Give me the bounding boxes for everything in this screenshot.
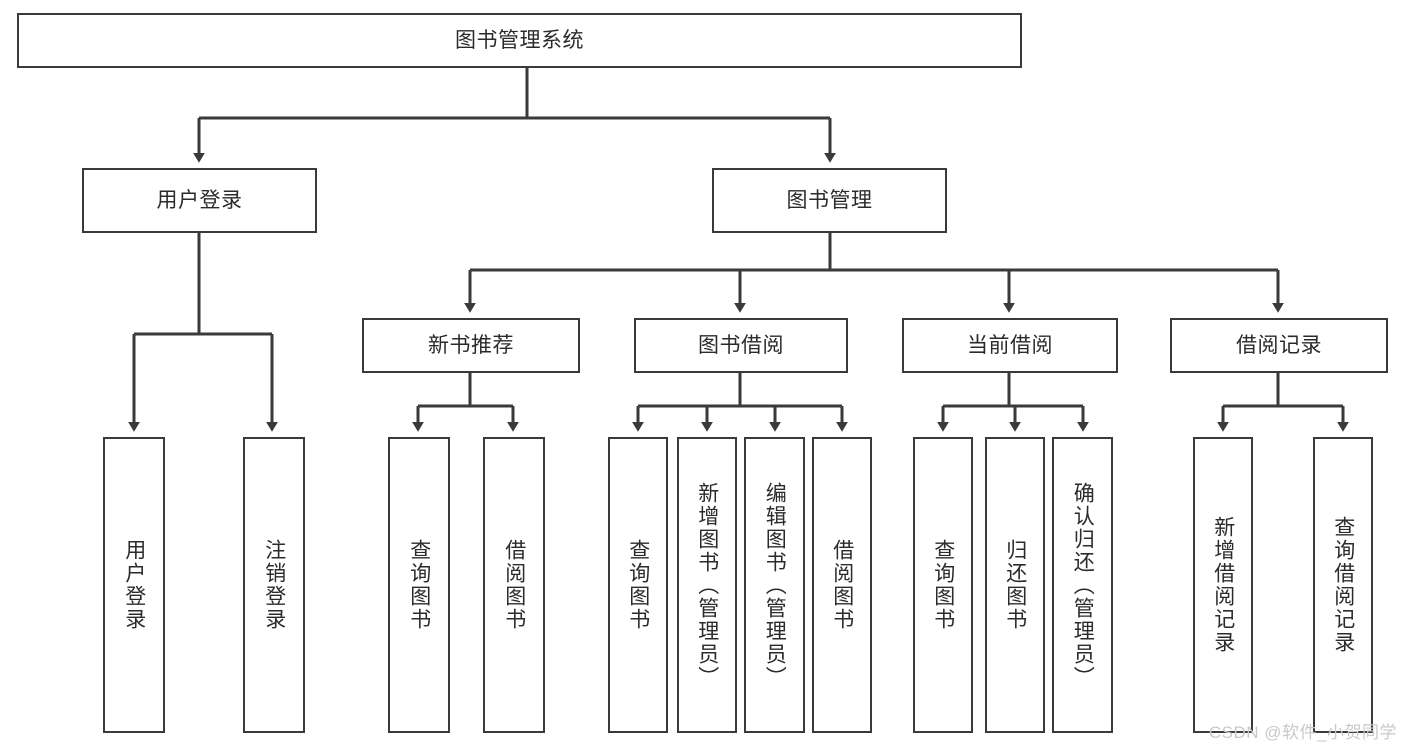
node-book-management[interactable]: 图书管理 [712, 168, 947, 233]
node-label: 用户登录 [122, 539, 146, 631]
node-label: 新增图书（管理员） [695, 481, 719, 689]
node-label: 归还图书 [1003, 539, 1027, 631]
node-new-book-recommend[interactable]: 新书推荐 [362, 318, 580, 373]
node-label: 图书管理 [786, 188, 873, 212]
node-label: 借阅图书 [502, 539, 526, 631]
node-current-borrow[interactable]: 当前借阅 [902, 318, 1118, 373]
leaf-current-query-book[interactable]: 查询图书 [913, 437, 973, 733]
watermark: CSDN @软件_小贺同学 [1208, 723, 1397, 742]
node-label: 图书管理系统 [455, 28, 584, 52]
node-label: 注销登录 [262, 539, 286, 631]
leaf-user-login-signin[interactable]: 用户登录 [103, 437, 165, 733]
node-label: 借阅记录 [1236, 333, 1322, 357]
leaf-borrow-borrow-book[interactable]: 借阅图书 [812, 437, 872, 733]
node-label: 借阅图书 [830, 539, 854, 631]
leaf-borrow-add-book-admin[interactable]: 新增图书（管理员） [677, 437, 737, 733]
node-user-login[interactable]: 用户登录 [82, 168, 317, 233]
leaf-borrow-edit-book-admin[interactable]: 编辑图书（管理员） [744, 437, 805, 733]
node-label: 新增借阅记录 [1211, 516, 1235, 654]
node-label: 图书借阅 [698, 333, 784, 357]
node-label: 确认归还（管理员） [1071, 481, 1095, 689]
node-label: 当前借阅 [967, 333, 1053, 357]
leaf-records-add-record[interactable]: 新增借阅记录 [1193, 437, 1253, 733]
leaf-borrow-query-book[interactable]: 查询图书 [608, 437, 668, 733]
leaf-current-return-book[interactable]: 归还图书 [985, 437, 1045, 733]
leaf-recommend-borrow-book[interactable]: 借阅图书 [483, 437, 545, 733]
node-label: 用户登录 [156, 188, 243, 212]
node-label: 查询图书 [626, 539, 650, 631]
node-label: 编辑图书（管理员） [763, 481, 787, 689]
leaf-user-login-signout[interactable]: 注销登录 [243, 437, 305, 733]
leaf-recommend-query-book[interactable]: 查询图书 [388, 437, 450, 733]
node-label: 查询图书 [931, 539, 955, 631]
node-book-borrow[interactable]: 图书借阅 [634, 318, 848, 373]
node-root-system[interactable]: 图书管理系统 [17, 13, 1022, 68]
leaf-current-confirm-return-admin[interactable]: 确认归还（管理员） [1052, 437, 1113, 733]
node-label: 查询图书 [407, 539, 431, 631]
node-label: 查询借阅记录 [1331, 516, 1355, 654]
leaf-records-query-record[interactable]: 查询借阅记录 [1313, 437, 1373, 733]
node-label: 新书推荐 [428, 333, 514, 357]
node-borrow-records[interactable]: 借阅记录 [1170, 318, 1388, 373]
